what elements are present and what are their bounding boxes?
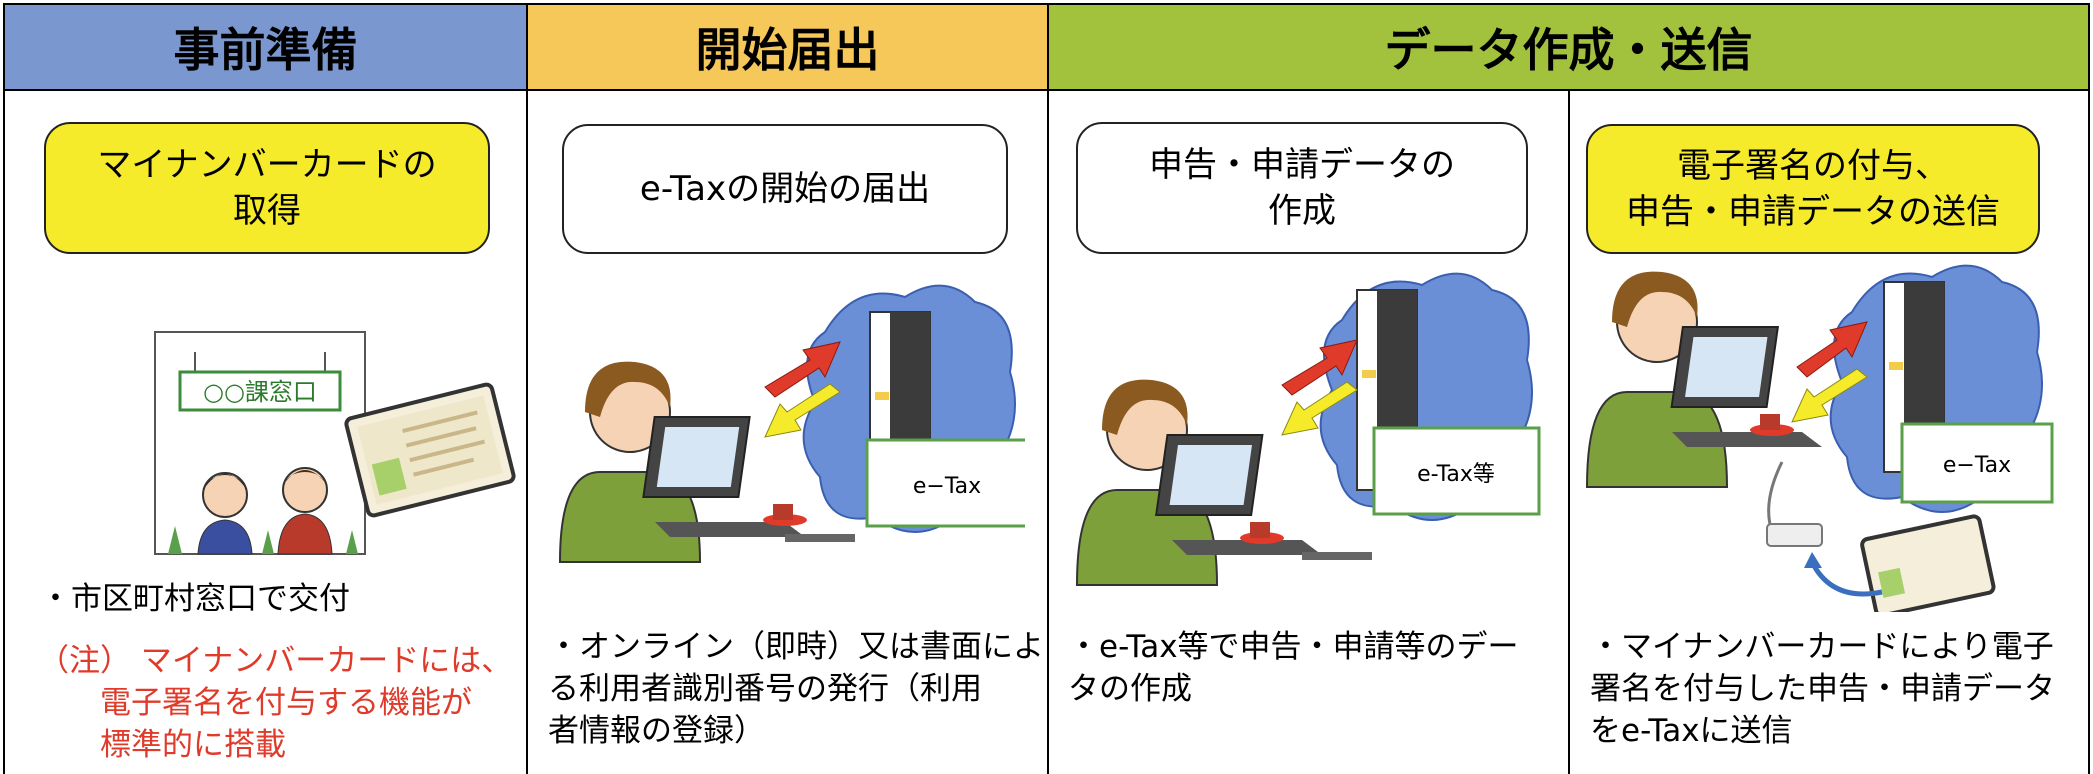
server-label-1: e−Tax — [913, 474, 981, 499]
server-label-3: e−Tax — [1943, 453, 2011, 478]
step-desc-4: ・マイナンバーカードにより電子 署名を付与した申告・申請データ をe-Taxに送… — [1590, 629, 2055, 749]
user-laptop-etax-illustration: e−Tax — [558, 284, 1025, 563]
column-4 — [1568, 91, 2090, 774]
counter-sign-text: ○○課窓口 — [203, 378, 317, 406]
step-box-sign-send: 電子署名の付与、 申告・申請データの送信 — [1586, 124, 2040, 254]
step-box-create-data: 申告・申請データの 作成 — [1076, 122, 1528, 254]
step-desc-3: ・e-Tax等で申告・申請等のデー タの作成 — [1068, 629, 1519, 707]
step-desc-2: ・オンライン（即時）又は書面によ る利用者識別番号の発行（利用 者情報の登録） — [548, 629, 1044, 749]
step-box-start-notification: e-Taxの開始の届出 — [562, 124, 1008, 254]
header-start-notification: 開始届出 — [526, 3, 1049, 91]
step-box-mynumber-card: マイナンバーカードの 取得 — [44, 122, 490, 254]
header-data-create-send: データ作成・送信 — [1047, 3, 2090, 91]
header-preparation: 事前準備 — [3, 3, 528, 91]
step-desc-1: ・市区町村窓口で交付 — [40, 581, 350, 617]
step-note-1: （注） マイナンバーカードには、 電子署名を付与する機能が 標準的に搭載 — [38, 643, 513, 763]
user-laptop-etax-illustration-2: e-Tax等 — [1075, 272, 1541, 586]
user-card-reader-etax-illustration: e−Tax — [1585, 264, 2054, 612]
counter-illustration: ○○課窓口 — [154, 331, 516, 555]
server-label-2: e-Tax等 — [1417, 462, 1495, 487]
